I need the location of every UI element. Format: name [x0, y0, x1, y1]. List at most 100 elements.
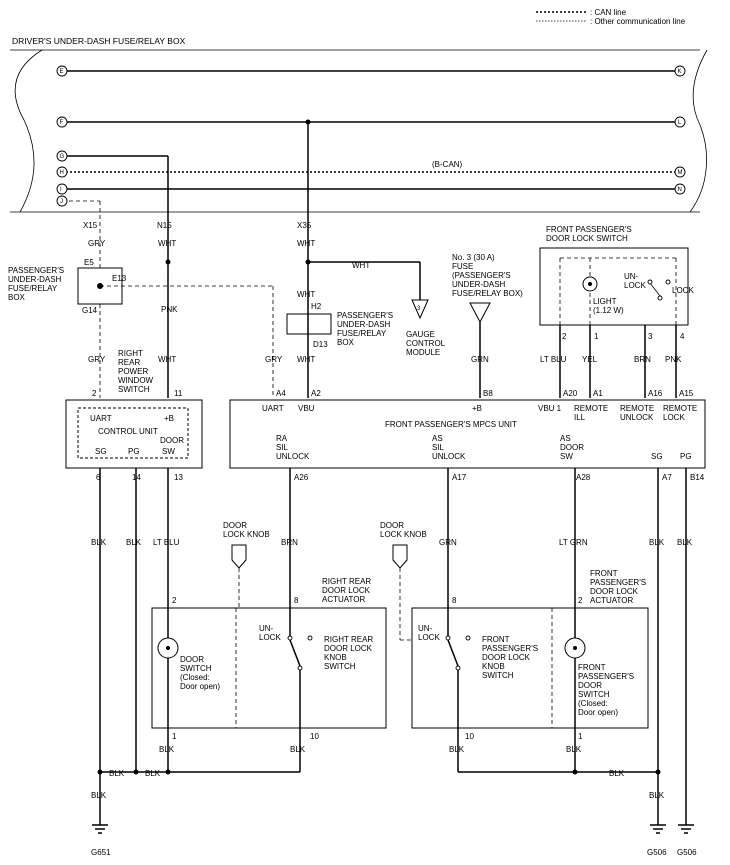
pin-g14: G14 [82, 306, 98, 315]
svg-text:4: 4 [680, 332, 685, 341]
svg-text:SG: SG [651, 452, 663, 461]
svg-text:RIGHT REAR: RIGHT REAR [322, 577, 371, 586]
svg-text:MODULE: MODULE [406, 348, 440, 357]
svg-text:LOCK: LOCK [624, 281, 646, 290]
svg-text:1: 1 [594, 332, 599, 341]
svg-text:BLK: BLK [91, 791, 107, 800]
wire-gry-2: GRY [88, 355, 106, 364]
svg-text:+B: +B [164, 414, 174, 423]
svg-text:DOOR LOCK: DOOR LOCK [322, 586, 371, 595]
svg-text:J: J [60, 199, 63, 205]
svg-text:RA: RA [276, 434, 288, 443]
svg-text:LOCK KNOB: LOCK KNOB [223, 530, 270, 539]
svg-text:F: F [60, 120, 64, 126]
svg-text:PG: PG [680, 452, 692, 461]
svg-text:3: 3 [648, 332, 653, 341]
svg-text:GAUGE: GAUGE [406, 330, 435, 339]
svg-text:UN-: UN- [418, 624, 433, 633]
svg-text:BLK: BLK [449, 745, 465, 754]
svg-text:KNOB: KNOB [324, 653, 347, 662]
svg-text:PASSENGER'S: PASSENGER'S [8, 266, 64, 275]
ground-g651: G651 [91, 824, 111, 857]
wire-brn-1: BRN [634, 355, 651, 364]
svg-text:No. 3 (30 A): No. 3 (30 A) [452, 253, 495, 262]
bcan-label: (B-CAN) [432, 160, 463, 169]
svg-text:UNDER-DASH: UNDER-DASH [8, 275, 62, 284]
svg-text:G651: G651 [91, 848, 111, 857]
svg-text:3: 3 [417, 306, 421, 312]
svg-text:A15: A15 [679, 389, 694, 398]
lower-wires: BLK BLK LT BLU BRN GRN LT GRN BLK BLK [91, 468, 693, 825]
svg-text:AS: AS [432, 434, 443, 443]
svg-text:FUSE: FUSE [452, 262, 473, 271]
svg-text:M: M [678, 170, 683, 176]
svg-text:LIGHT: LIGHT [593, 297, 617, 306]
pin-e13: E13 [112, 274, 127, 283]
svg-text:2: 2 [92, 389, 97, 398]
svg-text:BLK: BLK [145, 769, 161, 778]
svg-text:SW: SW [560, 452, 573, 461]
svg-text:SWITCH: SWITCH [578, 690, 610, 699]
svg-text:PASSENGER'S: PASSENGER'S [337, 311, 393, 320]
svg-text:PASSENGER'S: PASSENGER'S [482, 644, 538, 653]
wire-wht-3: WHT [352, 261, 370, 270]
svg-text:2: 2 [562, 332, 567, 341]
wire-pnk-2: PNK [665, 355, 682, 364]
svg-text:LOCK: LOCK [259, 633, 281, 642]
svg-text:BLK: BLK [91, 538, 107, 547]
svg-text:WINDOW: WINDOW [118, 376, 154, 385]
svg-text:6: 6 [96, 473, 101, 482]
gauge-control-module: 3 GAUGE CONTROL MODULE [406, 299, 446, 357]
svg-text:VBU: VBU [298, 404, 315, 413]
svg-text:PASSENGER'S: PASSENGER'S [578, 672, 634, 681]
svg-text:REMOTE: REMOTE [620, 404, 654, 413]
svg-text:I: I [60, 187, 62, 193]
svg-text:H: H [60, 170, 64, 176]
ground-g506-a: G506 [647, 824, 667, 857]
svg-text:DOOR: DOOR [578, 681, 602, 690]
ground-g506-b: G506 [677, 824, 697, 857]
wire-wht-6: WHT [297, 355, 315, 364]
wire-gry-1: GRY [88, 239, 106, 248]
svg-text:UNLOCK: UNLOCK [432, 452, 466, 461]
mpcs-unit: FRONT PASSENGER'S MPCS UNIT A4 A2 B8 A20… [229, 389, 706, 482]
rr-window-switch: RIGHT REAR POWER WINDOW SWITCH 2 11 UART… [65, 349, 203, 482]
svg-text:G: G [60, 154, 65, 160]
svg-text:SWITCH: SWITCH [118, 385, 150, 394]
driver-fuse-box: DRIVER'S UNDER-DASH FUSE/RELAY BOX (B-CA… [10, 36, 708, 213]
svg-text:1: 1 [172, 732, 177, 741]
svg-text:UART: UART [262, 404, 284, 413]
svg-text:BRN: BRN [281, 538, 298, 547]
svg-text:REMOTE: REMOTE [574, 404, 608, 413]
svg-text:BLK: BLK [126, 538, 142, 547]
wire-grn-1: GRN [471, 355, 489, 364]
svg-text:FUSE/RELAY BOX): FUSE/RELAY BOX) [452, 289, 523, 298]
svg-text:13: 13 [174, 473, 183, 482]
svg-text:GRN: GRN [439, 538, 457, 547]
svg-text:REAR: REAR [118, 358, 140, 367]
svg-text:DOOR: DOOR [560, 443, 584, 452]
svg-text:ILL: ILL [574, 413, 586, 422]
fuse-no3: No. 3 (30 A) FUSE (PASSENGER'S UNDER-DAS… [452, 253, 523, 398]
pin-d13: D13 [313, 340, 328, 349]
svg-text:POWER: POWER [118, 367, 148, 376]
svg-text:E: E [60, 69, 64, 75]
svg-text:AS: AS [560, 434, 571, 443]
svg-text:G506: G506 [647, 848, 667, 857]
svg-text:FUSE/RELAY: FUSE/RELAY [337, 329, 387, 338]
svg-text:DOOR: DOOR [223, 521, 247, 530]
svg-text:11: 11 [174, 389, 183, 398]
svg-text:10: 10 [310, 732, 319, 741]
svg-text:Door open): Door open) [180, 682, 220, 691]
wire-wht-5: WHT [158, 355, 176, 364]
wire-pnk-1: PNK [161, 305, 178, 314]
svg-text:FUSE/RELAY: FUSE/RELAY [8, 284, 58, 293]
svg-text:CONTROL: CONTROL [406, 339, 446, 348]
svg-text:DOOR LOCK SWITCH: DOOR LOCK SWITCH [546, 234, 628, 243]
door-lock-knob-2: DOOR LOCK KNOB [380, 521, 448, 641]
wire-n15: N15 [157, 221, 172, 230]
svg-text:LOCK KNOB: LOCK KNOB [380, 530, 427, 539]
svg-text:A7: A7 [662, 473, 672, 482]
svg-text:B8: B8 [483, 389, 493, 398]
